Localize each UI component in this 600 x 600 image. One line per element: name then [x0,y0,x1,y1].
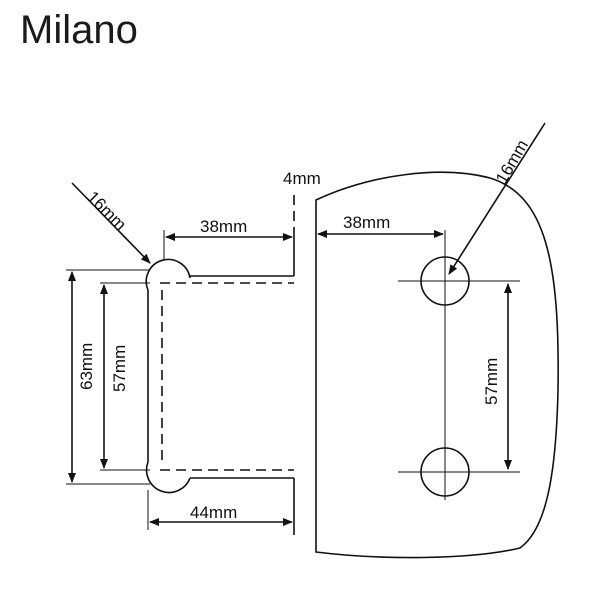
label-63mm: 63mm [77,343,96,390]
dim-38mm-right: 38mm [317,213,444,238]
label-38mm-left: 38mm [200,217,247,236]
label-38mm-right: 38mm [343,213,390,232]
right-plate [315,171,559,559]
dim-16mm-right: 16mm [448,122,546,275]
dim-16mm-left: 16mm [71,182,151,264]
dim-4mm: 4mm [283,169,321,188]
label-57mm-right: 57mm [482,358,501,405]
dim-63mm: 63mm [68,271,96,483]
label-16mm-right: 16mm [492,137,532,187]
dim-57mm-right: 57mm [482,283,512,470]
page-title: Milano [20,8,138,52]
dim-44mm: 44mm [149,503,293,526]
dim-38mm-left: 38mm [165,217,293,241]
label-44mm: 44mm [190,503,237,522]
left-hinge-body [145,195,295,535]
label-57mm-left: 57mm [110,345,129,392]
label-16mm-left: 16mm [83,187,130,234]
dim-57mm-left: 57mm [100,284,129,469]
label-4mm: 4mm [283,169,321,188]
